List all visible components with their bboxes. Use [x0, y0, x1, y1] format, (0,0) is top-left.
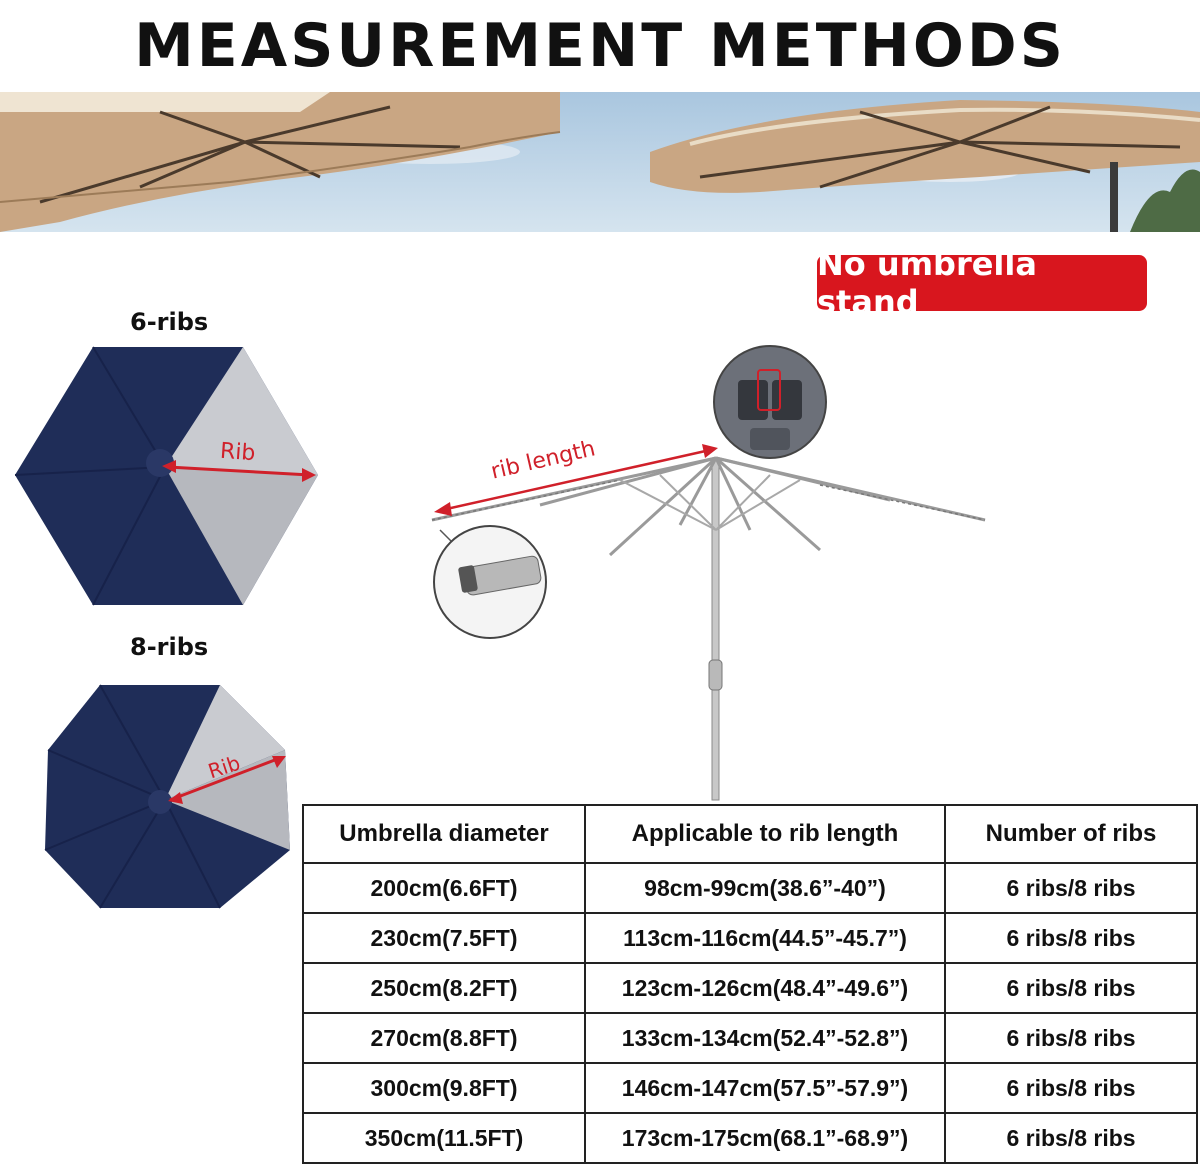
rib-count-cell: 6 ribs/8 ribs [944, 862, 1198, 914]
six-rib-canopy-diagram [10, 345, 322, 610]
diameter-cell: 230cm(7.5FT) [302, 912, 586, 964]
rib-count-cell: 6 ribs/8 ribs [944, 962, 1198, 1014]
diameter-cell: 200cm(6.6FT) [302, 862, 586, 914]
rib-length-cell: 123cm-126cm(48.4”-49.6”) [584, 962, 946, 1014]
rib-count-cell: 6 ribs/8 ribs [944, 1112, 1198, 1164]
rib-length-cell: 133cm-134cm(52.4”-52.8”) [584, 1012, 946, 1064]
table-row: 300cm(9.8FT) 146cm-147cm(57.5”-57.9”) 6 … [302, 1062, 1198, 1114]
rib-length-cell: 146cm-147cm(57.5”-57.9”) [584, 1062, 946, 1114]
eight-ribs-label: 8-ribs [130, 633, 209, 661]
diameter-cell: 270cm(8.8FT) [302, 1012, 586, 1064]
size-table: Umbrella diameter Applicable to rib leng… [302, 804, 1198, 1164]
rib-count-cell: 6 ribs/8 ribs [944, 1012, 1198, 1064]
rib-length-cell: 98cm-99cm(38.6”-40”) [584, 862, 946, 914]
eight-rib-canopy-diagram [40, 680, 300, 912]
rib-count-cell: 6 ribs/8 ribs [944, 912, 1198, 964]
header-umbrella-diameter: Umbrella diameter [302, 804, 586, 864]
table-row: 350cm(11.5FT) 173cm-175cm(68.1”-68.9”) 6… [302, 1112, 1198, 1164]
table-row: 250cm(8.2FT) 123cm-126cm(48.4”-49.6”) 6 … [302, 962, 1198, 1014]
diameter-cell: 300cm(9.8FT) [302, 1062, 586, 1114]
umbrella-photo-banner [0, 92, 1200, 232]
rib-count-cell: 6 ribs/8 ribs [944, 1062, 1198, 1114]
six-ribs-label: 6-ribs [130, 308, 209, 336]
rib-length-cell: 173cm-175cm(68.1”-68.9”) [584, 1112, 946, 1164]
six-ribs-rib-label: Rib [219, 438, 257, 467]
table-row: 230cm(7.5FT) 113cm-116cm(44.5”-45.7”) 6 … [302, 912, 1198, 964]
rib-length-cell: 113cm-116cm(44.5”-45.7”) [584, 912, 946, 964]
table-header-row: Umbrella diameter Applicable to rib leng… [302, 804, 1198, 864]
page-title: MEASUREMENT METHODS [134, 11, 1066, 81]
diameter-cell: 250cm(8.2FT) [302, 962, 586, 1014]
header-rib-length: Applicable to rib length [584, 804, 946, 864]
no-umbrella-stand-badge: No umbrella stand [817, 245, 1147, 321]
header-number-of-ribs: Number of ribs [944, 804, 1198, 864]
table-row: 200cm(6.6FT) 98cm-99cm(38.6”-40”) 6 ribs… [302, 862, 1198, 914]
table-row: 270cm(8.8FT) 133cm-134cm(52.4”-52.8”) 6 … [302, 1012, 1198, 1064]
diameter-cell: 350cm(11.5FT) [302, 1112, 586, 1164]
umbrella-frame-diagram [420, 340, 1000, 802]
